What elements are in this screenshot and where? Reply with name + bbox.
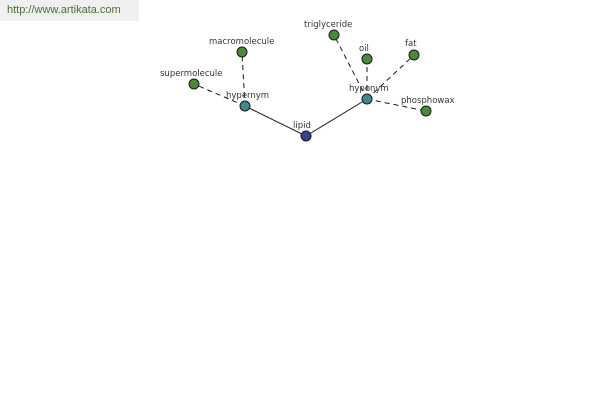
leaf-node-circle[interactable]	[236, 46, 248, 58]
edge-hyponym-phosphowax	[366, 98, 427, 112]
node-oil[interactable]: oil	[359, 44, 373, 65]
edge-lipid-hyponym	[305, 98, 368, 137]
edge-hypernym-supermolecule	[193, 83, 246, 107]
node-triglyceride[interactable]: triglyceride	[304, 20, 352, 41]
node-phosphowax[interactable]: phosphowax	[401, 96, 455, 117]
relation-node-label: hypernym	[226, 91, 269, 101]
root-node-circle[interactable]	[300, 130, 312, 142]
edge-lipid-hypernym	[244, 105, 307, 137]
edge-hypernym-macromolecule	[241, 51, 246, 107]
edge-hyponym-triglyceride	[333, 34, 368, 100]
leaf-node-label: phosphowax	[401, 96, 455, 106]
leaf-node-label: macromolecule	[209, 37, 274, 47]
node-supermolecule[interactable]: supermolecule	[160, 69, 223, 90]
root-node-label: lipid	[293, 121, 311, 131]
site-url-link[interactable]: http://www.artikata.com	[0, 0, 139, 21]
leaf-node-circle[interactable]	[328, 29, 340, 41]
node-macromolecule[interactable]: macromolecule	[209, 37, 274, 58]
leaf-node-label: fat	[405, 39, 417, 49]
leaf-node-circle[interactable]	[361, 53, 373, 65]
node-fat[interactable]: fat	[405, 39, 420, 61]
relation-node-label: hyponym	[349, 84, 389, 94]
leaf-node-circle[interactable]	[408, 49, 420, 61]
node-lipid[interactable]: lipid	[293, 121, 312, 142]
relation-node-circle[interactable]	[239, 100, 251, 112]
relation-node-circle[interactable]	[361, 93, 373, 105]
leaf-node-circle[interactable]	[188, 78, 200, 90]
leaf-node-label: triglyceride	[304, 20, 352, 30]
leaf-node-label: supermolecule	[160, 69, 223, 79]
node-hyponym[interactable]: hyponym	[349, 84, 389, 105]
leaf-node-circle[interactable]	[420, 105, 432, 117]
edge-hyponym-fat	[366, 54, 415, 100]
node-hypernym[interactable]: hypernym	[226, 91, 269, 112]
leaf-node-label: oil	[359, 44, 369, 54]
